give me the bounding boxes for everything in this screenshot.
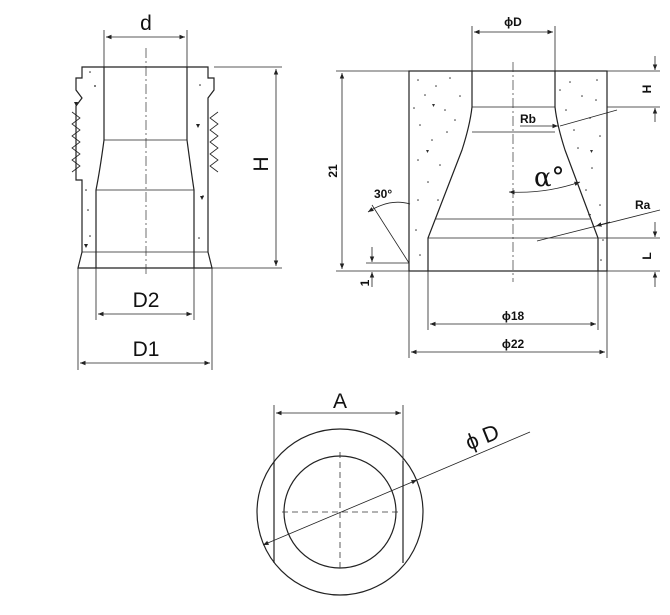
dim-D2-label: D2 bbox=[133, 289, 160, 312]
bottom-end-view: A ϕ D bbox=[256, 390, 531, 596]
Ra-label: Ra bbox=[635, 198, 651, 212]
dim-H-left-label: H bbox=[250, 156, 273, 171]
dim-A-label: A bbox=[333, 390, 347, 413]
grit-texture bbox=[413, 77, 604, 261]
dim-D1-label: D1 bbox=[133, 338, 160, 361]
Rb-label: Rb bbox=[520, 112, 536, 126]
dim-d-label: d bbox=[140, 12, 152, 35]
left-nozzle-view: d H D2 D1 bbox=[71, 12, 282, 370]
dim-phi18-label: ϕ18 bbox=[502, 309, 525, 323]
dim-L-label: L bbox=[640, 252, 654, 259]
angle-30-label: 30° bbox=[374, 187, 392, 201]
dim-phiD-top-label: ϕD bbox=[504, 15, 522, 29]
alpha-angle-label: α° bbox=[534, 163, 565, 193]
dim-phi22-label: ϕ22 bbox=[502, 337, 525, 351]
dim-21-label: 21 bbox=[326, 164, 340, 178]
dim-phiD-bottom-label: ϕ D bbox=[462, 419, 503, 455]
dim-1-label: 1 bbox=[358, 279, 372, 286]
right-section-view: ϕD H 21 1 30° α° Rb Ra bbox=[326, 15, 661, 358]
dim-H-right-label: H bbox=[640, 85, 654, 94]
